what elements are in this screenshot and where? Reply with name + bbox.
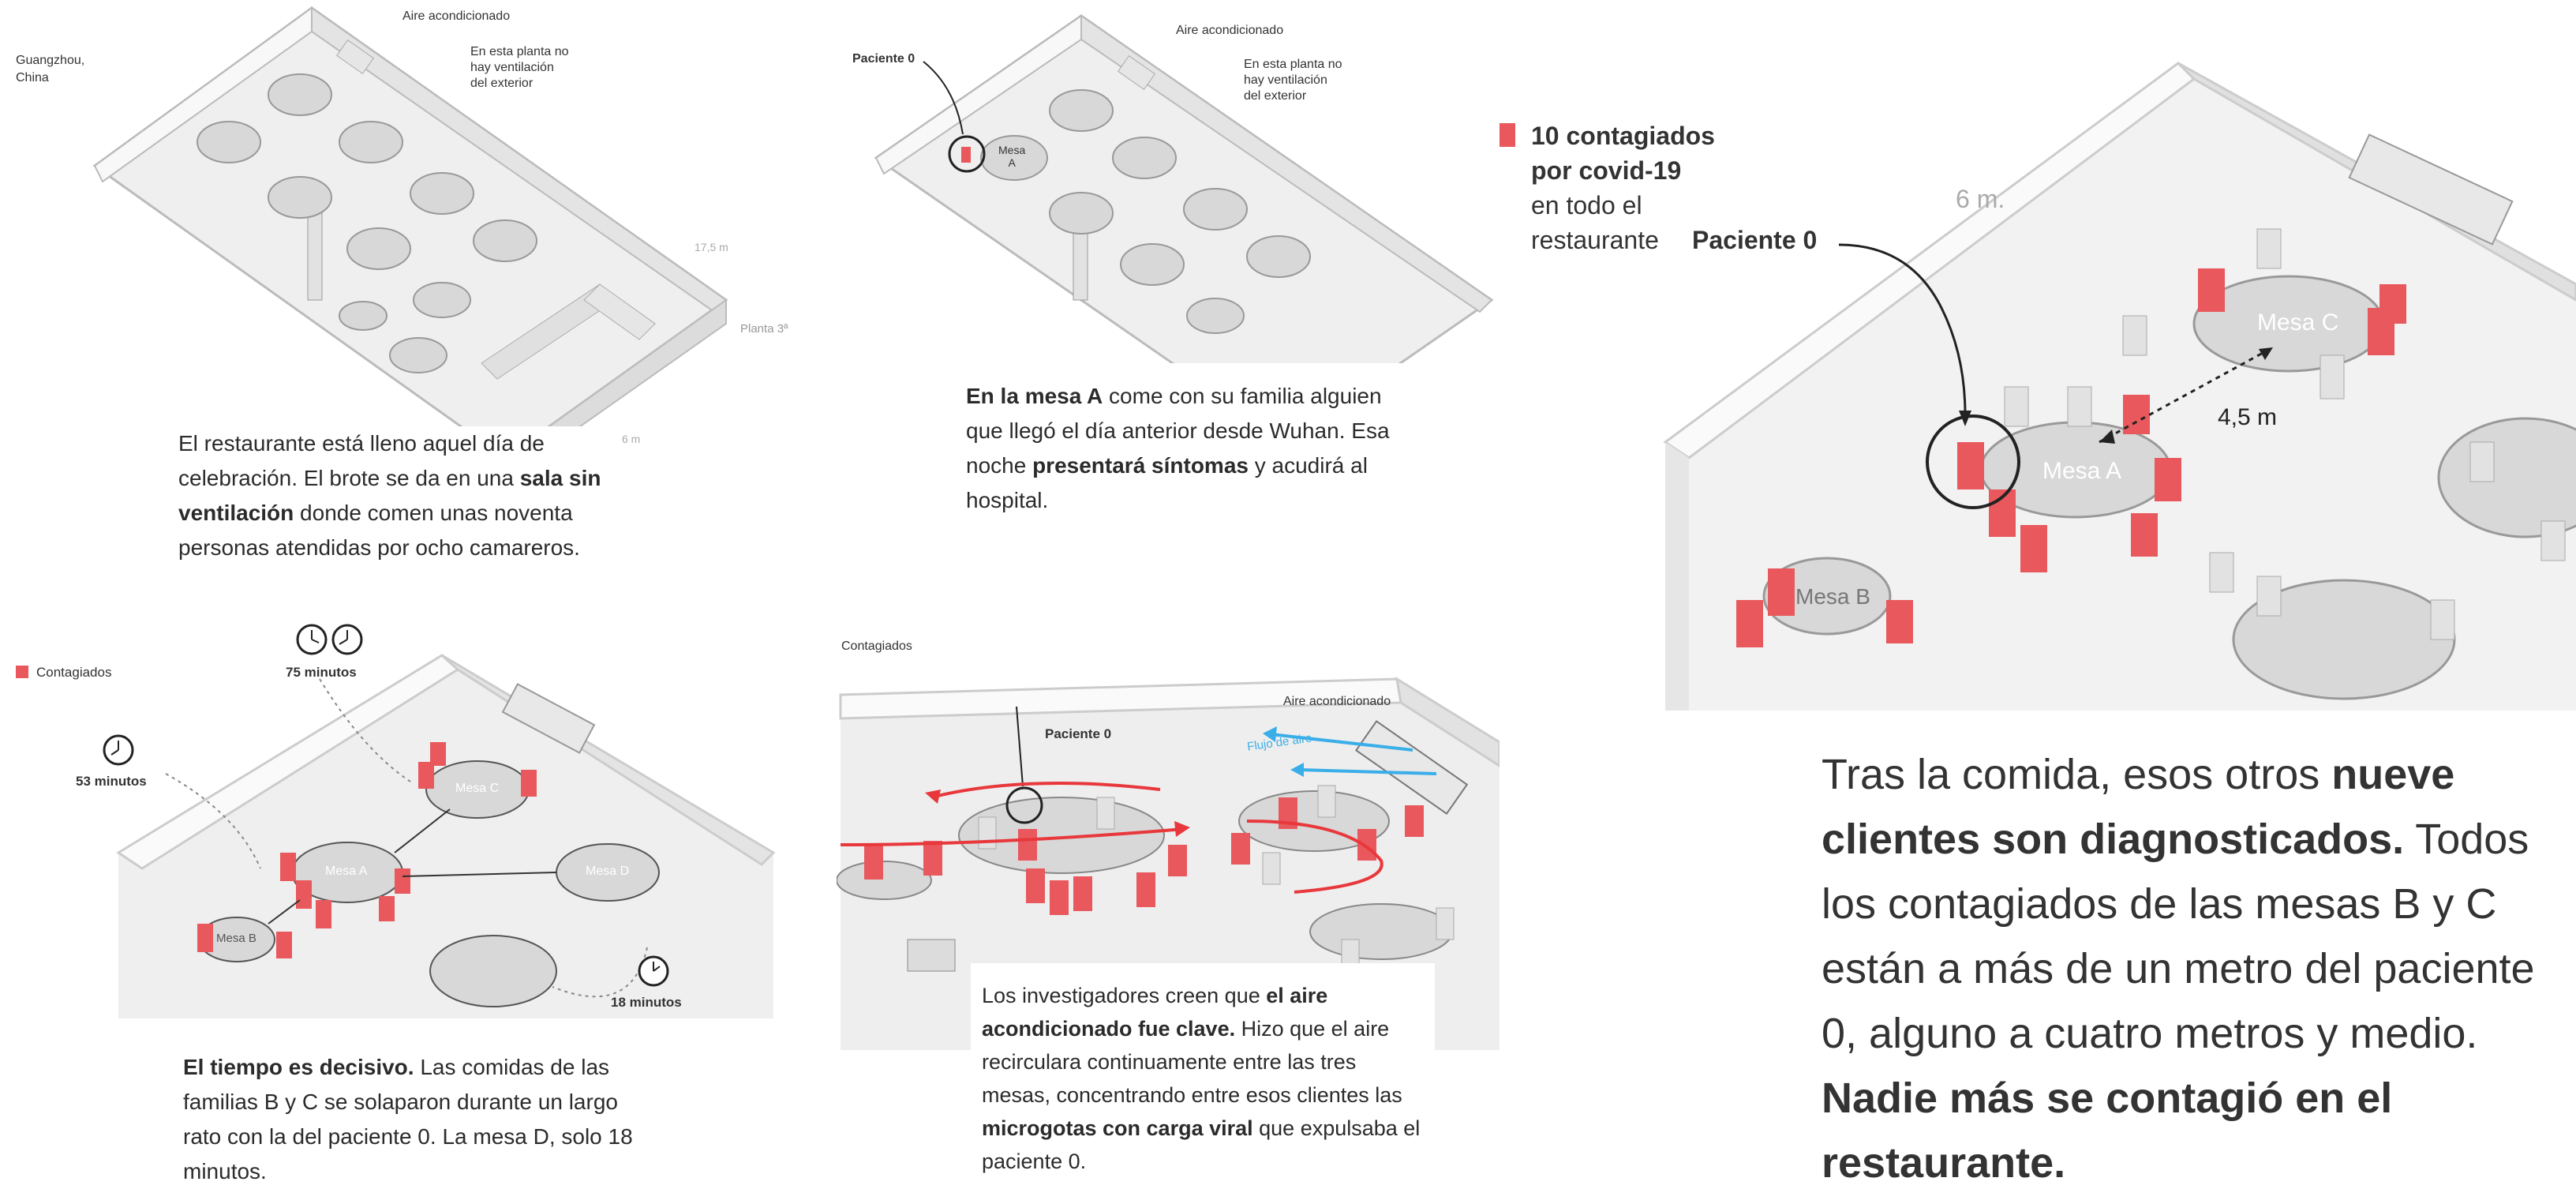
no-ventilation-note: En esta planta no hay ventilación del ex… [1244, 58, 1342, 103]
isometric-time-diagram [103, 624, 776, 1018]
infected-figures [1736, 268, 2406, 647]
round-tables [198, 760, 660, 1007]
dimension-short: 6 m [622, 433, 641, 445]
caption-5-text-3: que expulsaba el paciente 0. [982, 1116, 1421, 1173]
clock-icons [103, 624, 669, 987]
round-tables [980, 89, 1311, 334]
isometric-closeup [1663, 62, 2576, 711]
legend-line-4: restaurante [1531, 226, 1659, 254]
no-ventilation-note: En esta planta no hay ventilación del ex… [470, 45, 569, 90]
airflow-red-arrows [840, 782, 1383, 894]
panel-restaurant-overview: Guangzhou, China Aire acondicionado En e… [0, 0, 821, 600]
patient-zero-label: Paciente 0 [1692, 226, 1818, 254]
legend-swatch [1500, 123, 1515, 147]
caption-4: El tiempo es decisivo. Las comidas de la… [183, 1018, 641, 1204]
panel-air-conditioning: Contagiados Aire acondicionado Paciente … [837, 608, 1500, 1204]
isometric-floor-plan-1 [92, 6, 728, 475]
caption-5-bold: el aire acondicionado fue clave. [982, 984, 1328, 1041]
patient-zero-figure [961, 147, 971, 163]
patient-pointer [1838, 243, 1967, 415]
patient-zero-marker [948, 135, 986, 173]
air-conditioner-unit [1118, 55, 1155, 90]
legend-infected: Contagiados [16, 665, 111, 681]
distance-label: 4,5 m [2218, 404, 2278, 430]
panel-time-decisive: Contagiados 75 minutos 53 minutos 18 min… [0, 608, 821, 1204]
caption-3-bold-2: Nadie más se contagió en el restaurante. [1822, 1075, 2393, 1187]
distance-line [2099, 346, 2274, 444]
table-b-label: Mesa B [1795, 584, 1870, 609]
caption-2: En la mesa A come con su familia alguien… [953, 363, 1436, 518]
caption-1-text-2: donde comen unas noventa personas atendi… [178, 501, 580, 560]
caption-2-bold: En la mesa A [966, 384, 1103, 408]
table-a-label: Mesa A [998, 144, 1026, 169]
time-53-label: 53 minutos [76, 774, 147, 789]
connection-lines [268, 808, 557, 925]
time-75-label: 75 minutos [286, 665, 357, 680]
legend-label: Contagiados [841, 640, 912, 653]
column [307, 212, 323, 301]
legend-infected: 10 contagiados por covid-19 en todo el r… [1500, 118, 1815, 257]
caption-2-bold-2: presentará síntomas [1032, 453, 1249, 478]
caption-5-text: Los investigadores creen que [982, 984, 1267, 1007]
air-conditioner-label: Aire acondicionado [1283, 695, 1391, 708]
patient-zero-marker [1005, 786, 1043, 824]
other-guests [2004, 228, 2566, 640]
infected-figures [197, 742, 537, 958]
time-18-label: 18 minutos [611, 995, 682, 1010]
caption-2-text: come con su familia alguien que llegó el… [966, 384, 1390, 478]
side-table [907, 939, 956, 972]
table-a-label: Mesa A [2042, 458, 2122, 484]
other-guests [978, 785, 1455, 972]
table-c-label: Mesa C [455, 782, 500, 795]
air-conditioner-unit [336, 39, 374, 74]
table-b [1762, 557, 1892, 636]
caption-3-text: Tras la comida, esos otros [1822, 751, 2332, 798]
table-b-label: Mesa B [216, 932, 256, 945]
table-a-label: Mesa A [325, 865, 368, 878]
caption-3-text-2: Todos los contagiados de las mesas B y C… [1822, 816, 2535, 1057]
round-tables [197, 73, 537, 373]
dimension-label: 6 m. [1956, 185, 2005, 213]
caption-5-text-2: Hizo que el aire recirculara continuamen… [982, 1017, 1402, 1107]
location-label: Guangzhou, China [16, 54, 85, 84]
caption-4-text: Las comidas de las familias B y C se sol… [183, 1055, 633, 1183]
air-conditioner-label: Aire acondicionado [1176, 24, 1284, 37]
caption-3-text-block: Tras la comida, esos otros nueve cliente… [1822, 742, 2548, 1195]
floor-label: Planta 3ª [740, 322, 788, 336]
infected-figures [864, 797, 1424, 915]
panel-patient-zero: Paciente 0 Aire acondicionado En esta pl… [837, 0, 1500, 600]
caption-2-text-2: y acudirá al hospital. [966, 453, 1368, 512]
caption-5: Los investigadores creen que el aire aco… [971, 963, 1435, 1204]
legend-swatch [16, 666, 28, 678]
air-conditioner-unit [2348, 133, 2514, 246]
dimension-long: 17,5 m [695, 241, 728, 253]
caption-3-bold: nueve clientes son diagnosticados. [1822, 751, 2455, 863]
caption-5-bold-2: microgotas con carga viral [982, 1116, 1253, 1140]
patient-pointer [923, 61, 964, 135]
air-conditioner-unit [501, 683, 596, 754]
legend-line-3: en todo el [1531, 191, 1642, 219]
airflow-blue-arrows [1270, 733, 1437, 775]
table-c-label: Mesa C [2257, 309, 2339, 336]
patient-zero-marker [1926, 414, 2020, 509]
caption-1-bold: sala sin ventilación [178, 466, 601, 525]
table-d-label: Mesa D [586, 865, 630, 878]
air-conditioner-unit [1354, 720, 1469, 816]
patient-pointer [1016, 706, 1024, 787]
patient-zero-label: Paciente 0 [852, 52, 915, 66]
isometric-floor-plan-2 [874, 14, 1494, 444]
caption-1: El restaurante está lleno aquel día de c… [178, 426, 605, 565]
caption-4-bold: El tiempo es decisivo. [183, 1055, 414, 1079]
panel-infections-detail: 10 contagiados por covid-19 en todo el r… [1500, 0, 2576, 1204]
patient-zero-label: Paciente 0 [1045, 726, 1112, 741]
legend-line-1: 10 contagiados [1531, 122, 1715, 150]
legend-label: Contagiados [36, 665, 112, 680]
isometric-airflow-diagram [837, 676, 1500, 1050]
air-conditioner-label: Aire acondicionado [402, 9, 511, 23]
caption-1-text: El restaurante está lleno aquel día de c… [178, 431, 545, 490]
legend-line-2: por covid-19 [1531, 156, 1682, 185]
